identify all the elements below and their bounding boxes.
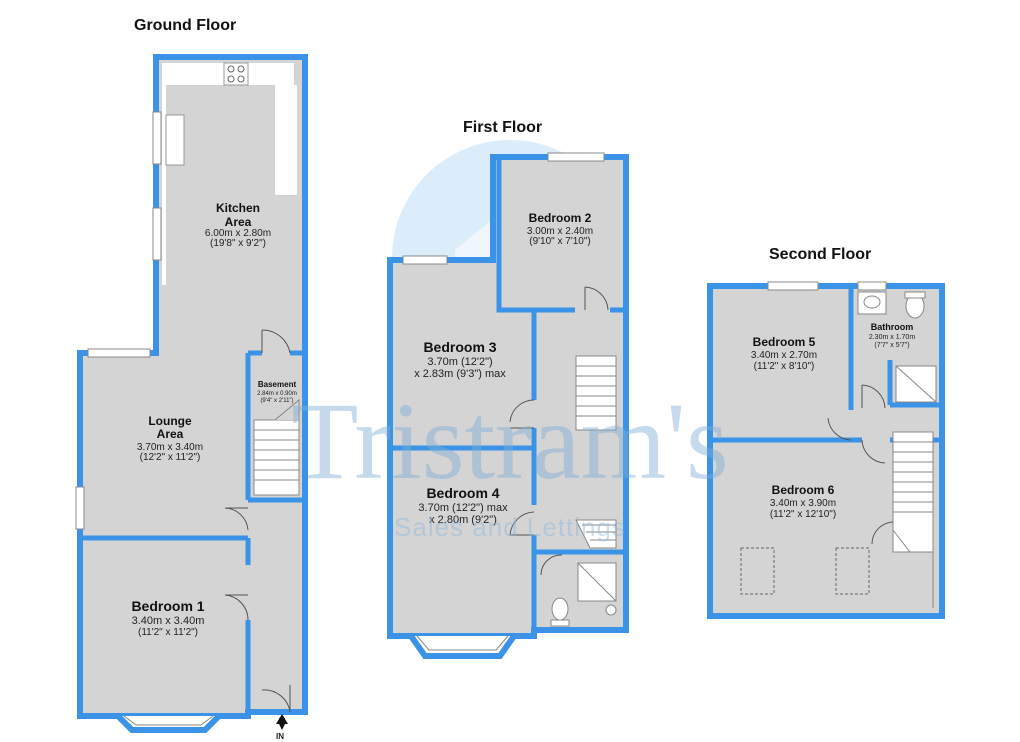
- kitchen-dim-metric: 6.00m x 2.80m: [205, 228, 271, 239]
- window: [87, 348, 151, 358]
- bedroom2-name: Bedroom 2: [529, 211, 592, 225]
- bathroom-dim-metric: 2.30m x 1.70m: [869, 334, 915, 341]
- bay-window: [408, 634, 517, 659]
- bedroom3-name: Bedroom 3: [423, 339, 496, 355]
- bathroom-name: Bathroom: [871, 322, 914, 332]
- entrance-label: IN: [276, 732, 284, 741]
- bedroom2-dim-metric: 3.00m x 2.40m: [527, 226, 593, 237]
- window: [75, 486, 85, 530]
- doors: [224, 329, 291, 713]
- bedroom6-dim-imperial: (11'2" x 12'10"): [770, 509, 836, 520]
- second-floor-title: Second Floor: [769, 246, 871, 263]
- bedroom1-dim-imperial: (11'2" x 11'2"): [138, 627, 198, 638]
- bedroom1-dim-metric: 3.40m x 3.40m: [132, 615, 205, 627]
- roof-window: [740, 547, 870, 595]
- bedroom4-dim-line1: 3.70m (12'2") max: [418, 502, 508, 514]
- basement-dim-imperial: (9'4" x 2'11"): [260, 398, 293, 404]
- kitchen-name: Kitchen: [216, 201, 260, 215]
- bathroom-dim-imperial: (7'7" x 5'7"): [874, 342, 909, 349]
- toilet-icon: [551, 597, 569, 621]
- watermark: Tristram's Sales and Lettings: [291, 380, 729, 542]
- staircase: [575, 355, 617, 549]
- watermark-tagline: Sales and Lettings: [394, 512, 626, 542]
- bedroom6-name: Bedroom 6: [772, 483, 835, 497]
- bedroom4-dim-line2: x 2.80m (9'2"): [429, 514, 497, 526]
- bedroom4-name: Bedroom 4: [426, 485, 499, 501]
- bedroom5-name: Bedroom 5: [753, 335, 816, 349]
- bedroom5-dim-metric: 3.40m x 2.70m: [751, 350, 817, 361]
- bedroom5-dim-imperial: (11'2" x 8'10"): [754, 361, 815, 372]
- lounge-dim-imperial: (12'2" x 11'2"): [140, 452, 201, 463]
- entrance-arrow-icon: [276, 714, 288, 724]
- bay-window: [115, 713, 222, 733]
- basin-icon: [605, 604, 617, 616]
- staircase: [253, 398, 300, 496]
- window: [152, 207, 162, 261]
- bedroom1-name: Bedroom 1: [131, 598, 204, 614]
- ground-floor: Ground Floor: [75, 17, 308, 741]
- window: [152, 111, 162, 165]
- doors: [827, 384, 894, 545]
- bedroom6-dim-metric: 3.40m x 3.90m: [770, 498, 836, 509]
- bedroom3-dim-line1: 3.70m (12'2"): [427, 356, 492, 368]
- basement-name: Basement: [258, 380, 297, 389]
- window: [767, 281, 819, 291]
- kitchen-name: Area: [225, 215, 252, 229]
- staircase: [892, 431, 934, 608]
- bedroom3-dim-line2: x 2.83m (9'3") max: [414, 368, 506, 380]
- window: [547, 152, 605, 162]
- basement-dim-metric: 2.84m x 0.90m: [257, 391, 297, 397]
- window: [857, 281, 887, 291]
- lounge-dim-metric: 3.70m x 3.40m: [137, 442, 203, 453]
- watermark-brand: Tristram's: [291, 380, 729, 502]
- ground-floor-title: Ground Floor: [134, 17, 236, 34]
- bedroom2-dim-imperial: (9'10" x 7'10"): [529, 236, 591, 247]
- first-floor-title: First Floor: [463, 119, 542, 136]
- second-floor: Second Floor: [707, 246, 945, 619]
- lounge-name: Lounge: [148, 414, 192, 428]
- window: [402, 255, 448, 265]
- doors: [509, 286, 609, 576]
- lounge-name: Area: [157, 427, 184, 441]
- first-floor: First Floor: [387, 119, 629, 659]
- kitchen-dim-imperial: (19'8" x 9'2"): [210, 238, 266, 249]
